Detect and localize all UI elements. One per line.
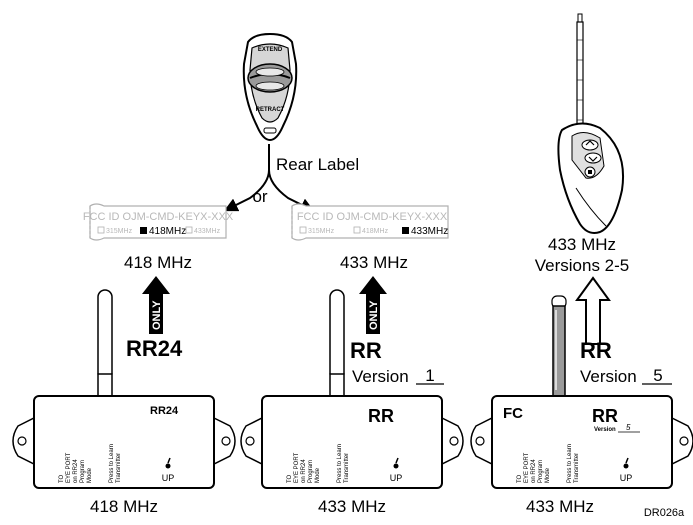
svg-text:Transmitter: Transmitter — [344, 453, 350, 483]
svg-text:EYE PORT: EYE PORT — [294, 452, 300, 483]
extend-label: EXTEND — [258, 47, 283, 53]
box-model-label: RR — [368, 406, 394, 426]
fcc-logo: FC — [503, 405, 523, 422]
box-model-label: RR24 — [150, 405, 179, 417]
up-switch-icon — [165, 457, 171, 469]
svg-text:Press to Learn: Press to Learn — [567, 444, 573, 483]
svg-text:Press to Learn: Press to Learn — [109, 444, 115, 483]
rear-label-418: FCC ID OJM-CMD-KEYX-XXX 315MHz 418MHz 43… — [83, 203, 234, 241]
svg-text:Transmitter: Transmitter — [116, 453, 122, 483]
svg-text:EYE PORT: EYE PORT — [66, 452, 72, 483]
box-side-text: TO EYE PORT on RR24 Program Mode Press t… — [59, 444, 122, 483]
receiver-rr-v5: FC RR Version 5 TO EYE PORT on RR24 Prog… — [470, 295, 693, 489]
receiver-model-rr24: RR24 — [126, 336, 183, 361]
box-side-text: TO EYE PORT on RR24 Program Mode Press t… — [287, 444, 350, 483]
receiver-freq-433: 433 MHz — [318, 497, 386, 516]
receiver-version-text: Version — [580, 367, 637, 386]
svg-text:Transmitter: Transmitter — [574, 453, 580, 483]
svg-text:Mode: Mode — [87, 467, 93, 483]
up-switch-icon — [623, 457, 629, 469]
freq-caption-433: 433 MHz — [340, 253, 408, 272]
box-model-label: RR — [592, 406, 618, 426]
svg-text:on RR24: on RR24 — [531, 459, 537, 483]
rear-label-text: Rear Label — [276, 155, 359, 174]
receiver-rr24: RR24 TO EYE PORT on RR24 Program Mode Pr… — [12, 289, 236, 489]
fcc-id-text: FCC ID OJM-CMD-KEYX-XXX — [83, 211, 234, 223]
svg-text:Program: Program — [538, 460, 544, 483]
rear-label-433: FCC ID OJM-CMD-KEYX-XXX 315MHz 418MHz 43… — [291, 203, 449, 241]
only-arrow-433: ONLY — [359, 276, 387, 334]
freq-option-315: 315MHz — [106, 228, 133, 235]
remote-caption-freq: 433 MHz — [548, 235, 616, 254]
box-side-text: TO EYE PORT on RR24 Program Mode Press t… — [517, 444, 580, 483]
svg-text:on RR24: on RR24 — [301, 459, 307, 483]
svg-text:Program: Program — [80, 460, 86, 483]
receiver-freq-433-v5: 433 MHz — [526, 497, 594, 516]
versions-arrow — [575, 276, 611, 345]
up-label: UP — [162, 473, 175, 483]
receiver-version-text: Version — [352, 367, 409, 386]
receiver-model-rr-v5: RR — [580, 338, 612, 363]
figure-id: DR026a — [644, 507, 685, 519]
svg-text:EYE PORT: EYE PORT — [524, 452, 530, 483]
box-version-num: 5 — [626, 423, 631, 432]
freq-caption-418: 418 MHz — [124, 253, 192, 272]
receiver-freq-418: 418 MHz — [90, 497, 158, 516]
svg-text:Mode: Mode — [315, 467, 321, 483]
svg-text:Program: Program — [308, 460, 314, 483]
receiver-rr-v1: RR TO EYE PORT on RR24 Program Mode Pres… — [240, 289, 464, 489]
retract-label: RETRACT — [256, 107, 285, 113]
svg-text:on RR24: on RR24 — [73, 459, 79, 483]
box-version-text: Version — [594, 427, 616, 433]
freq-option-418-selected: 418MHz — [149, 226, 186, 237]
antenna-remote — [557, 13, 624, 234]
freq-option-418: 418MHz — [362, 228, 389, 235]
only-arrow-418: ONLY — [142, 276, 170, 334]
svg-text:Mode: Mode — [545, 467, 551, 483]
keyfob-remote: EXTEND RETRACT — [242, 32, 298, 142]
up-label: UP — [390, 473, 403, 483]
receiver-version-num: 1 — [425, 366, 434, 385]
up-label: UP — [620, 473, 633, 483]
svg-text:TO: TO — [517, 474, 523, 483]
or-text: or — [252, 187, 267, 206]
receiver-model-rr-v1: RR — [350, 338, 382, 363]
up-switch-icon — [393, 457, 399, 469]
freq-option-433: 433MHz — [194, 228, 221, 235]
freq-option-433-selected: 433MHz — [411, 226, 448, 237]
only-label: ONLY — [368, 300, 380, 330]
rear-label-arrows — [223, 144, 315, 212]
freq-option-315: 315MHz — [308, 228, 335, 235]
svg-text:Press to Learn: Press to Learn — [337, 444, 343, 483]
remote-caption-versions: Versions 2-5 — [535, 256, 630, 275]
svg-text:TO: TO — [59, 474, 65, 483]
only-label: ONLY — [151, 300, 163, 330]
svg-text:TO: TO — [287, 474, 293, 483]
fcc-id-text: FCC ID OJM-CMD-KEYX-XXX — [297, 211, 448, 223]
receiver-version-num: 5 — [653, 366, 662, 385]
